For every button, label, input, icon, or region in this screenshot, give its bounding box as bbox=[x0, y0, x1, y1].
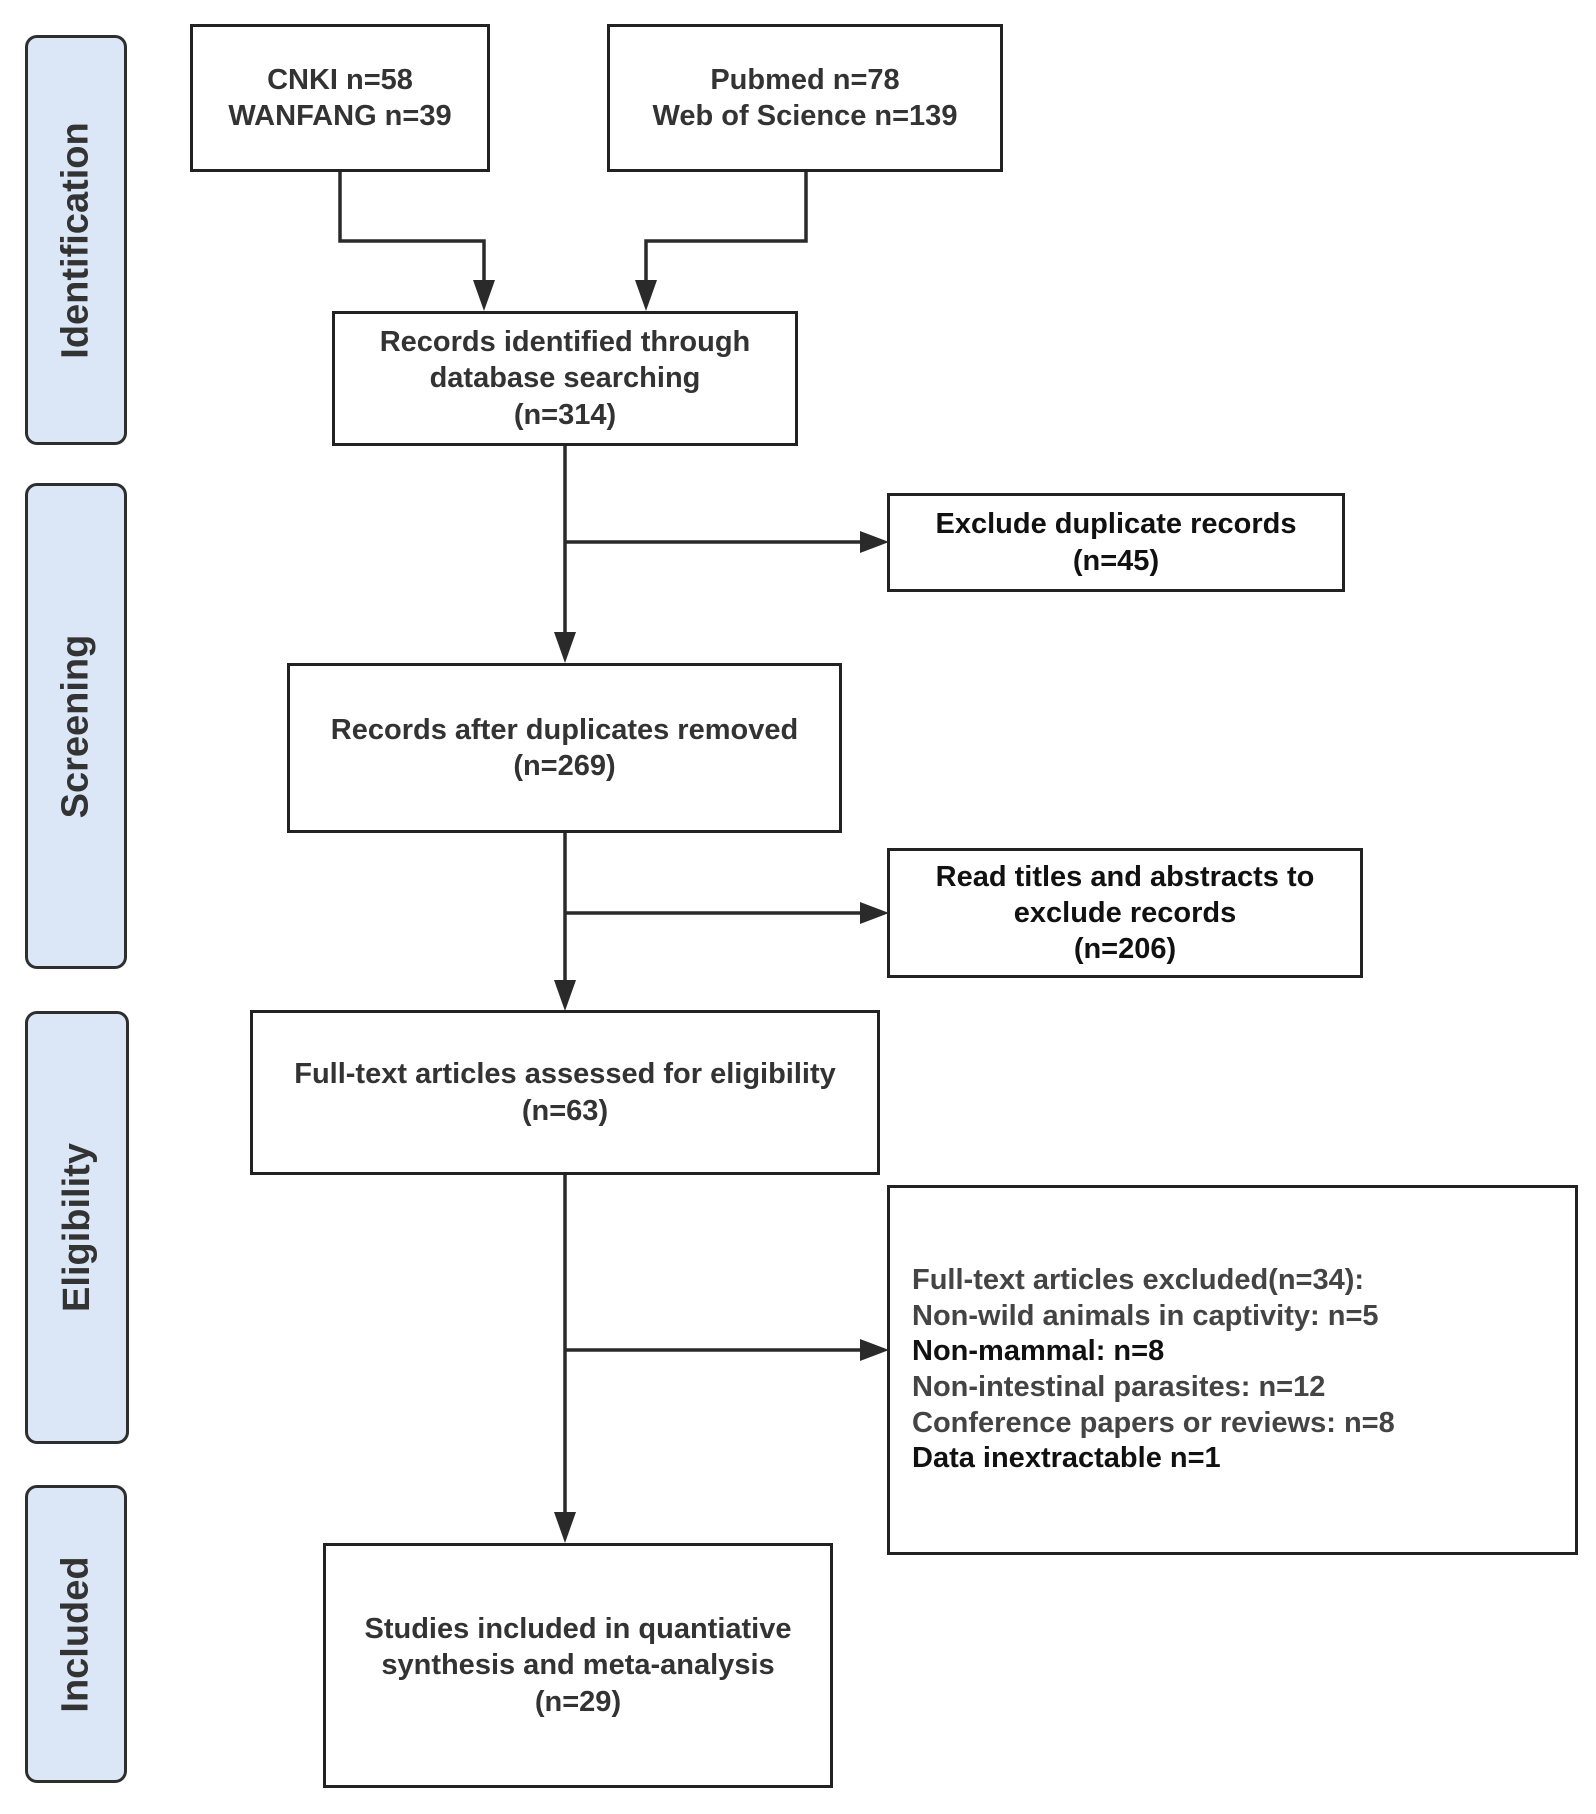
phase-screening-label: Screening bbox=[54, 634, 97, 818]
records-identified-line-2: database searching bbox=[429, 362, 701, 395]
source-pubmed: Pubmed n=78 bbox=[710, 63, 900, 96]
exclude-titles-count: (n=206) bbox=[1073, 933, 1177, 966]
phase-eligibility: Eligibility bbox=[25, 1011, 129, 1444]
exclude-titles-line-2: exclude records bbox=[1013, 896, 1237, 929]
records-after-duplicates-box: Records after duplicates removed (n=269) bbox=[287, 663, 842, 833]
arrow-chinese-to-records bbox=[338, 172, 486, 280]
phase-identification: Identification bbox=[25, 35, 127, 445]
excluded-reason-conference-reviews: Conference papers or reviews: n=8 bbox=[912, 1406, 1395, 1439]
arrowhead-after-duplicates bbox=[554, 632, 576, 663]
arrowhead-fulltext bbox=[554, 980, 576, 1011]
studies-included-box: Studies included in quantiative synthesi… bbox=[323, 1543, 833, 1788]
phase-identification-label: Identification bbox=[54, 121, 97, 359]
arrow-english-to-records bbox=[644, 172, 808, 280]
source-wanfang: WANFANG n=39 bbox=[228, 100, 452, 132]
fulltext-excluded-box: Full-text articles excluded(n=34): Non-w… bbox=[887, 1185, 1578, 1555]
fulltext-assessed-count: (n=63) bbox=[521, 1094, 609, 1127]
source-box-english-databases: Pubmed n=78 Web of Science n=139 bbox=[607, 24, 1003, 172]
phase-eligibility-label: Eligibility bbox=[55, 1143, 98, 1312]
phase-screening: Screening bbox=[25, 483, 127, 969]
exclude-titles-abstracts-box: Read titles and abstracts to exclude rec… bbox=[887, 848, 1363, 978]
excluded-reason-non-mammal: Non-mammal: n=8 bbox=[912, 1335, 1165, 1368]
arrowhead-chinese bbox=[473, 280, 495, 311]
exclude-titles-line-1: Read titles and abstracts to bbox=[935, 860, 1315, 893]
studies-included-line-2: synthesis and meta-analysis bbox=[381, 1649, 775, 1682]
phase-included: Included bbox=[25, 1485, 127, 1783]
arrowhead-exclude-duplicates bbox=[860, 531, 889, 553]
records-identified-line-1: Records identified through bbox=[379, 326, 751, 359]
source-web-of-science: Web of Science n=139 bbox=[652, 100, 958, 132]
records-after-duplicates-label: Records after duplicates removed bbox=[330, 713, 799, 746]
source-box-chinese-databases: CNKI n=58 WANFANG n=39 bbox=[190, 24, 490, 172]
fulltext-assessed-box: Full-text articles assessed for eligibil… bbox=[250, 1010, 880, 1175]
studies-included-line-1: Studies included in quantiative bbox=[364, 1613, 792, 1646]
arrowhead-english bbox=[635, 280, 657, 311]
arrowhead-fulltext-excluded bbox=[860, 1339, 889, 1361]
excluded-reason-non-intestinal: Non-intestinal parasites: n=12 bbox=[912, 1371, 1326, 1403]
records-after-duplicates-count: (n=269) bbox=[513, 750, 616, 782]
records-identified-box: Records identified through database sear… bbox=[332, 311, 798, 446]
exclude-duplicates-label: Exclude duplicate records bbox=[935, 508, 1297, 541]
fulltext-assessed-label: Full-text articles assessed for eligibil… bbox=[294, 1058, 836, 1091]
excluded-header: Full-text articles excluded(n=34): bbox=[912, 1264, 1365, 1297]
exclude-duplicates-box: Exclude duplicate records (n=45) bbox=[887, 493, 1345, 592]
source-cnki: CNKI n=58 bbox=[267, 63, 413, 96]
exclude-duplicates-count: (n=45) bbox=[1072, 544, 1160, 577]
excluded-reason-captivity: Non-wild animals in captivity: n=5 bbox=[912, 1299, 1379, 1332]
records-identified-count: (n=314) bbox=[513, 398, 617, 431]
excluded-reason-data-inextractable: Data inextractable n=1 bbox=[912, 1442, 1221, 1475]
arrowhead-included bbox=[554, 1512, 576, 1543]
arrowhead-exclude-titles bbox=[860, 902, 889, 924]
phase-included-label: Included bbox=[54, 1555, 97, 1713]
studies-included-count: (n=29) bbox=[534, 1685, 622, 1718]
